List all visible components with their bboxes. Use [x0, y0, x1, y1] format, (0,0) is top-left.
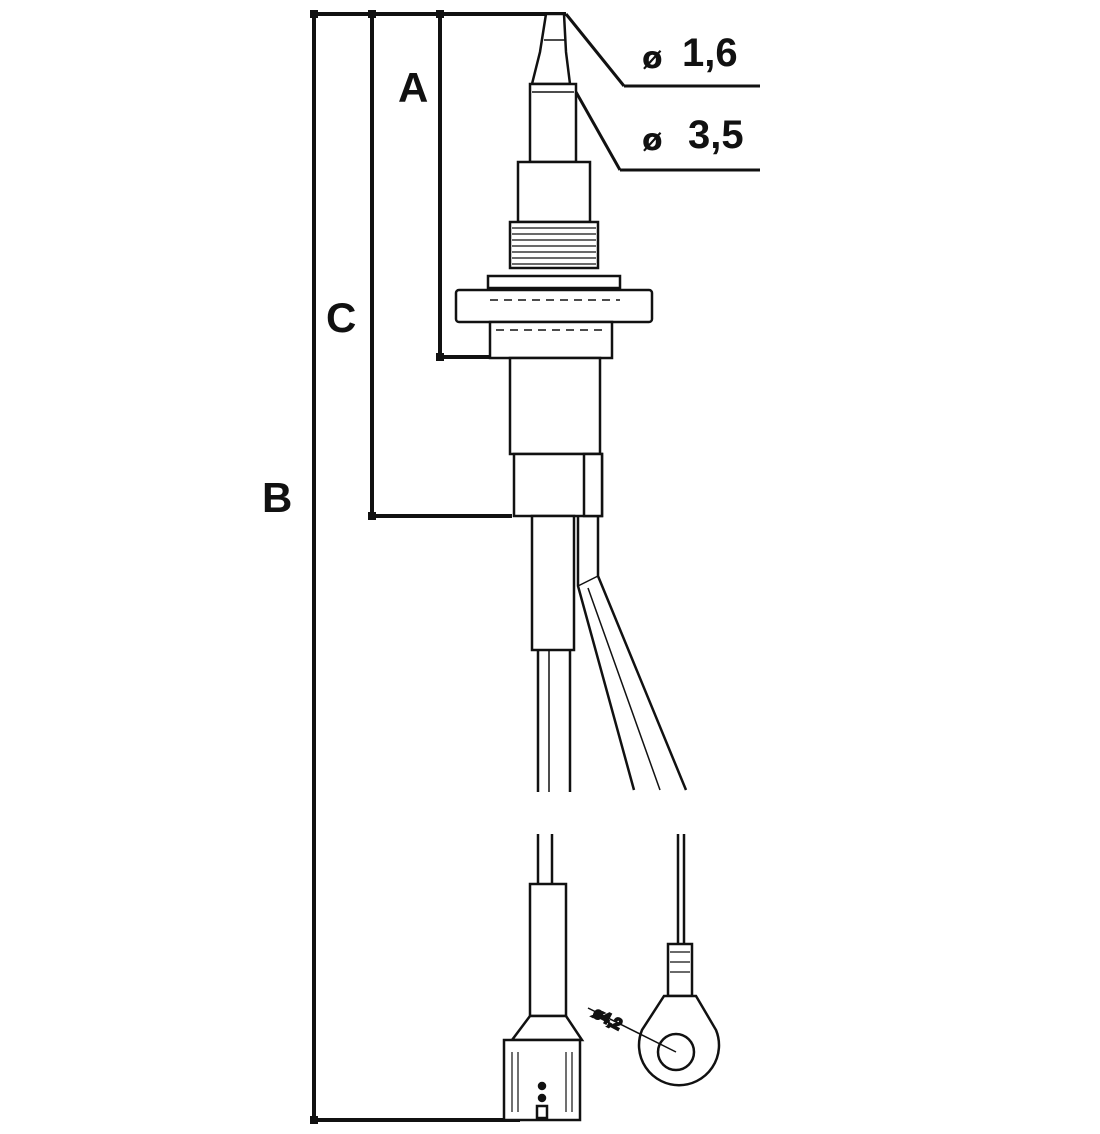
shaft-diameter-value: 3,5: [688, 113, 744, 157]
electrode-body: [454, 12, 654, 518]
cables-lower: [528, 834, 686, 1018]
ring-diameter-label: ø4,2: [590, 1005, 624, 1034]
cables-upper: [530, 514, 688, 792]
ring-terminal: ø4,2: [587, 942, 721, 1087]
dimension-b: B: [262, 10, 566, 1124]
tip-diameter-callout: ø 1,6: [564, 13, 760, 88]
spade-connector: [502, 1014, 585, 1122]
shaft-diameter-callout: ø 3,5: [574, 91, 760, 172]
tip-diameter-value: 1,6: [682, 31, 738, 75]
dimension-a: A: [398, 10, 492, 361]
dimension-c: C: [326, 10, 512, 520]
dimension-a-label: A: [398, 64, 428, 111]
shaft-diameter-symbol: ø: [642, 123, 663, 158]
dimension-b-label: B: [262, 474, 292, 521]
dimension-c-label: C: [326, 294, 356, 341]
tip-diameter-symbol: ø: [642, 41, 663, 76]
